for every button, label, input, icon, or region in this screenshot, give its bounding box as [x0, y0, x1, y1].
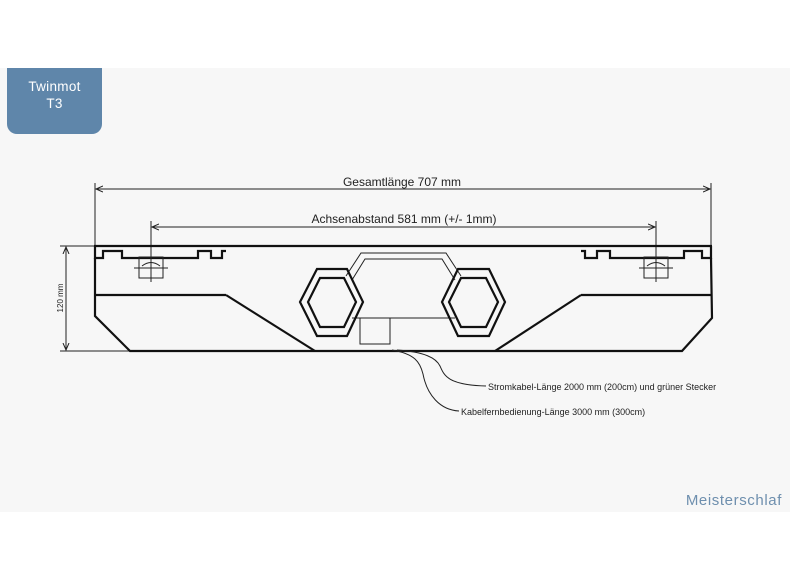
brand-logo: Meisterschlaf [685, 492, 782, 509]
axle-bolt-left [134, 255, 168, 282]
housing-body [93, 257, 714, 353]
drawing-canvas [0, 68, 790, 512]
motor-left-outer [298, 267, 365, 338]
motor-right-outer [440, 267, 507, 338]
motor-right [440, 267, 507, 338]
total-length-dimension: Gesamtlänge 707 mm [94, 175, 712, 250]
cables: Stromkabel-Länge 2000 mm (200cm) und grü… [391, 349, 716, 417]
housing-slope-left [225, 294, 316, 352]
model-badge: Twinmot T3 [7, 68, 102, 134]
total-length-label: Gesamtlänge 707 mm [343, 175, 461, 189]
motor-left-inner [306, 276, 358, 329]
motor-left [298, 267, 365, 338]
housing-slope-right [494, 294, 582, 352]
height-dimension: 120 mm [56, 245, 130, 352]
axle-distance-label: Achsenabstand 581 mm (+/- 1mm) [311, 212, 496, 226]
model-name: Twinmot [28, 79, 81, 94]
left-rail-profile [93, 246, 226, 260]
motor-housing [93, 244, 714, 353]
right-rail-profile [581, 246, 713, 260]
axle-bolt-right [639, 255, 673, 282]
model-variant: T3 [46, 96, 63, 111]
bridge-outer [345, 252, 462, 277]
remote-cable-line [391, 349, 460, 412]
center-bridge [345, 252, 462, 345]
connector-box [359, 317, 391, 345]
bridge-inner [351, 258, 456, 281]
power-cable-label: Stromkabel-Länge 2000 mm (200cm) und grü… [488, 382, 716, 392]
remote-cable-label: Kabelfernbedienung-Länge 3000 mm (300cm) [461, 407, 645, 417]
power-cable-line [396, 349, 487, 387]
height-label: 120 mm [56, 283, 65, 312]
motor-right-inner [447, 276, 500, 329]
